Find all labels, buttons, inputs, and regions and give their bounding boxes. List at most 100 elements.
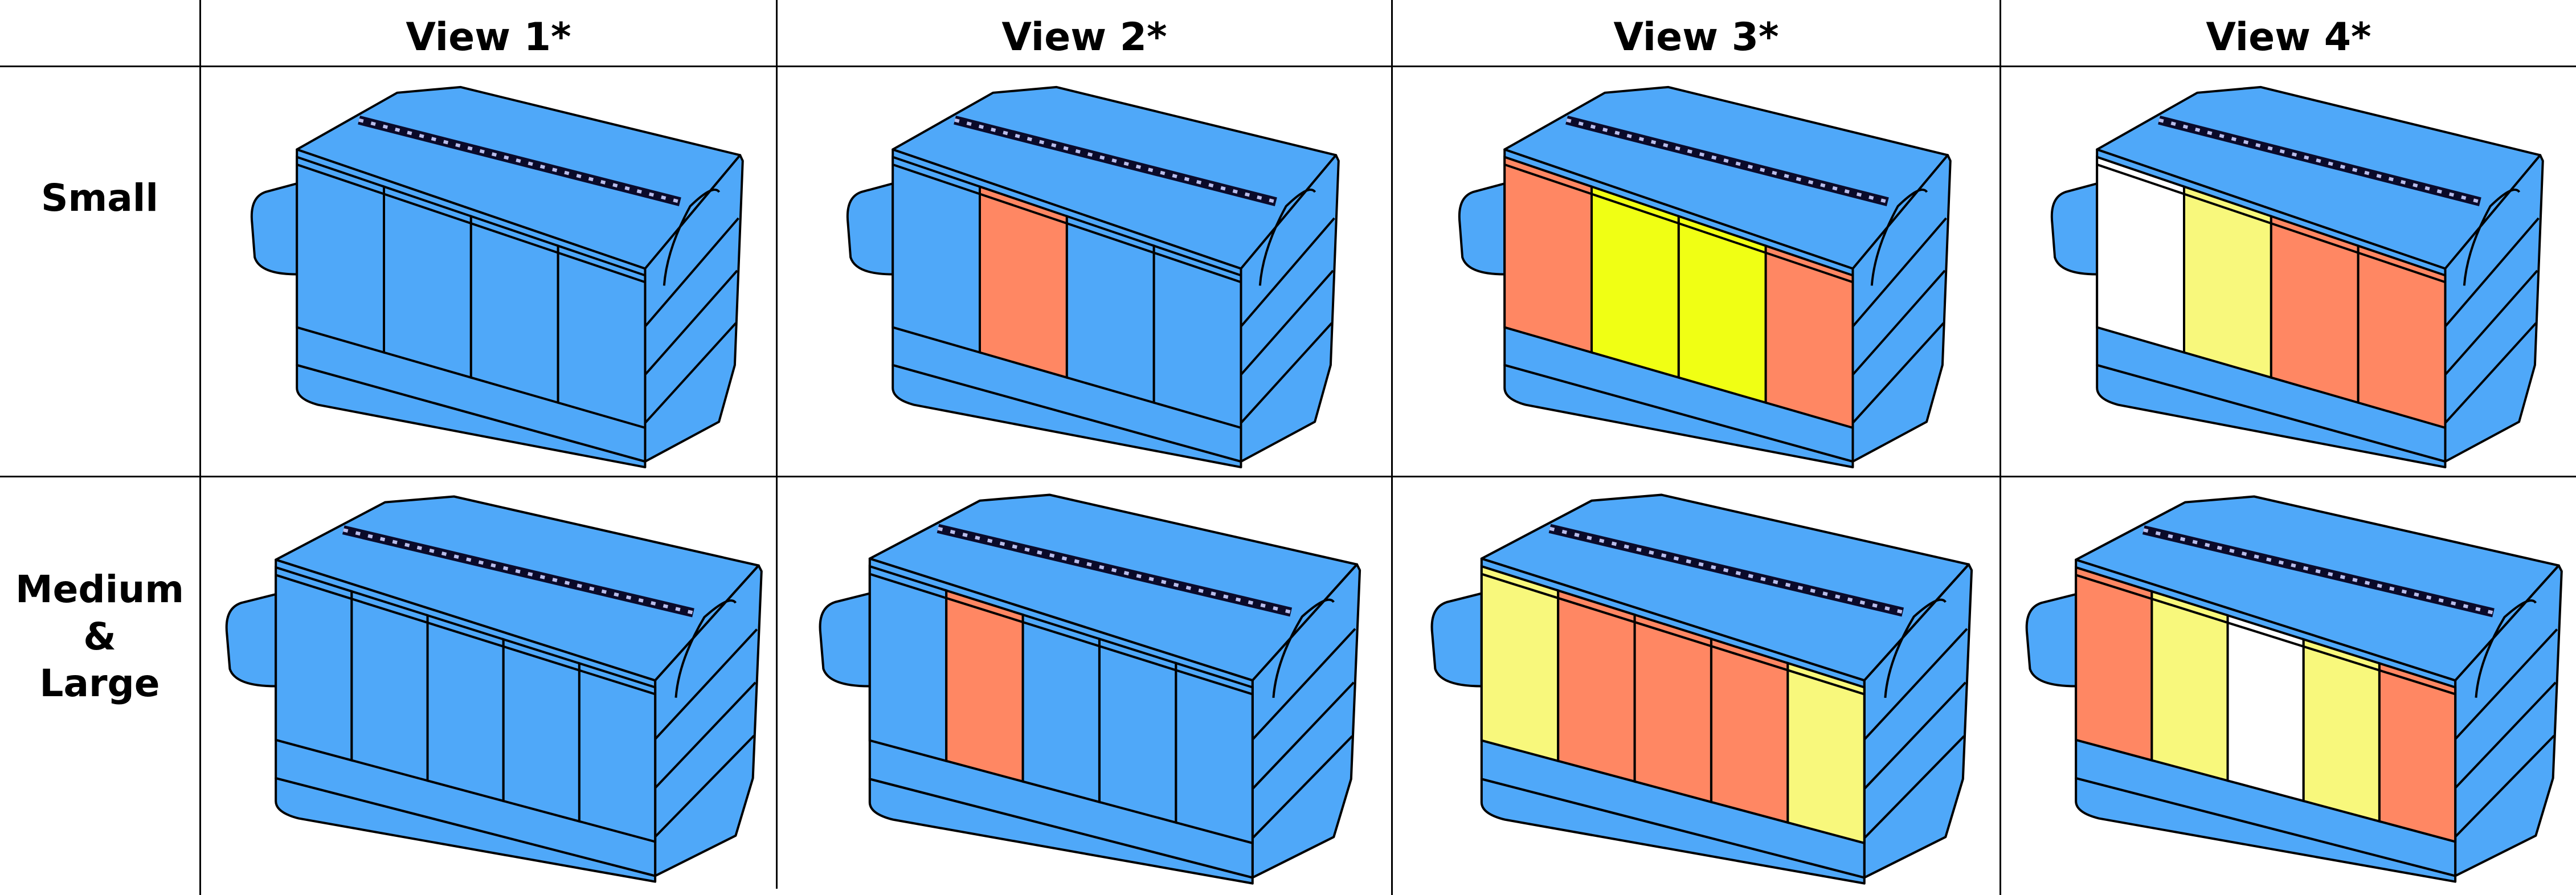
- side-seam: [2444, 269, 2538, 376]
- row-divider: [0, 476, 2576, 477]
- lid-rim: [275, 574, 656, 696]
- panel-lime: [1590, 185, 1680, 379]
- panel-blue: [296, 155, 386, 354]
- storage-box-illustration: [2050, 85, 2544, 469]
- panel-salmon: [2270, 214, 2360, 404]
- side-seam: [654, 628, 758, 740]
- side-seam: [1851, 269, 1946, 376]
- left-handle-icon: [2050, 182, 2099, 276]
- grid-divider-2: [776, 0, 778, 889]
- side-seam: [1851, 322, 1945, 424]
- panel-salmon: [1503, 155, 1593, 354]
- panel-pale_yellow: [2183, 185, 2272, 379]
- cell-small-view-2: [778, 67, 1391, 476]
- grid-divider-1: [199, 0, 201, 895]
- right-handle-icon: [1884, 598, 1947, 698]
- storage-box-illustration: [1430, 493, 1973, 885]
- box-base: [296, 363, 647, 469]
- side-seam: [1252, 735, 1354, 839]
- zipper-teeth: [343, 528, 694, 615]
- lid-rim: [296, 163, 646, 284]
- side-seam: [1240, 269, 1334, 376]
- column-header-view-4: View 4*: [2206, 14, 2371, 60]
- row-header-medium-large: Medium & Large: [15, 567, 185, 706]
- side-seam: [1851, 217, 1947, 328]
- lid-rim: [1481, 573, 1865, 696]
- box-base: [2096, 363, 2447, 469]
- panel-blue: [383, 185, 472, 379]
- side-seam: [1252, 628, 1356, 741]
- lid-rim: [2096, 163, 2446, 284]
- side-seam: [1252, 681, 1355, 790]
- right-handle-icon: [674, 599, 737, 698]
- lid-rim: [2075, 574, 2456, 696]
- left-handle-icon: [1430, 592, 1483, 688]
- left-handle-icon: [2025, 593, 2078, 688]
- grid-divider-3: [1391, 0, 1393, 895]
- box-base: [275, 777, 657, 883]
- box-base: [1480, 778, 1866, 885]
- right-handle-icon: [2475, 599, 2537, 698]
- box-base: [892, 363, 1242, 469]
- lid-rim: [892, 163, 1242, 284]
- header-divider: [0, 66, 2576, 67]
- right-handle-icon: [2463, 189, 2521, 286]
- column-header-view-3: View 3*: [1613, 14, 1779, 60]
- side-seam: [1863, 735, 1965, 839]
- panel-blue: [557, 244, 647, 430]
- zipper-teeth: [2143, 528, 2494, 615]
- storage-box-illustration: [846, 85, 1340, 469]
- panel-salmon: [2357, 244, 2447, 430]
- right-handle-icon: [1272, 598, 1335, 698]
- side-seam: [644, 269, 738, 376]
- right-handle-icon: [1870, 189, 1928, 286]
- panel-blue: [892, 155, 982, 354]
- cell-small-view-4: [2001, 67, 2576, 476]
- left-handle-icon: [819, 592, 871, 688]
- grid-divider-4: [2000, 0, 2001, 895]
- side-seam: [654, 734, 755, 838]
- cell-large-view-3: [1393, 477, 2000, 895]
- panel-pale_yellow: [1786, 661, 1866, 845]
- zipper-teeth: [954, 118, 1277, 204]
- panel-salmon: [2378, 661, 2457, 844]
- side-seam: [2454, 681, 2557, 789]
- left-handle-icon: [846, 182, 894, 276]
- panel-blue: [578, 661, 657, 844]
- box-base: [868, 778, 1254, 885]
- left-handle-icon: [1458, 182, 1506, 276]
- side-seam: [2454, 628, 2558, 740]
- zipper-teeth: [2158, 118, 2481, 204]
- storage-box-illustration: [225, 495, 763, 883]
- storage-box-illustration: [819, 493, 1361, 885]
- cell-small-view-3: [1393, 67, 2000, 476]
- cell-large-view-1: [201, 477, 776, 895]
- storage-box-illustration: [1458, 85, 1952, 469]
- side-seam: [654, 681, 757, 789]
- side-seam: [644, 217, 739, 328]
- column-header-view-2: View 2*: [1001, 14, 1167, 60]
- right-handle-icon: [663, 189, 721, 286]
- lid-rim: [1504, 163, 1854, 284]
- side-seam: [1863, 681, 1966, 790]
- storage-box-illustration: [2025, 495, 2563, 883]
- row-header-small: Small: [40, 175, 159, 220]
- panel-salmon: [1764, 244, 1854, 430]
- panel-salmon: [979, 185, 1068, 379]
- cell-large-view-4: [2001, 477, 2576, 895]
- left-handle-icon: [250, 182, 299, 276]
- panel-white: [2096, 155, 2186, 354]
- zipper-teeth: [1549, 526, 1903, 614]
- side-seam: [1240, 322, 1333, 424]
- side-seam: [2444, 322, 2537, 424]
- panel-blue: [1065, 214, 1155, 404]
- zipper-teeth: [937, 526, 1291, 614]
- side-seam: [2454, 734, 2555, 838]
- column-header-view-1: View 1*: [406, 14, 571, 60]
- panel-blue: [1175, 661, 1254, 845]
- box-base: [1503, 363, 1854, 469]
- side-seam: [2444, 217, 2540, 328]
- panel-lime: [1677, 214, 1767, 404]
- storage-box-illustration: [250, 85, 744, 469]
- panel-blue: [469, 214, 559, 404]
